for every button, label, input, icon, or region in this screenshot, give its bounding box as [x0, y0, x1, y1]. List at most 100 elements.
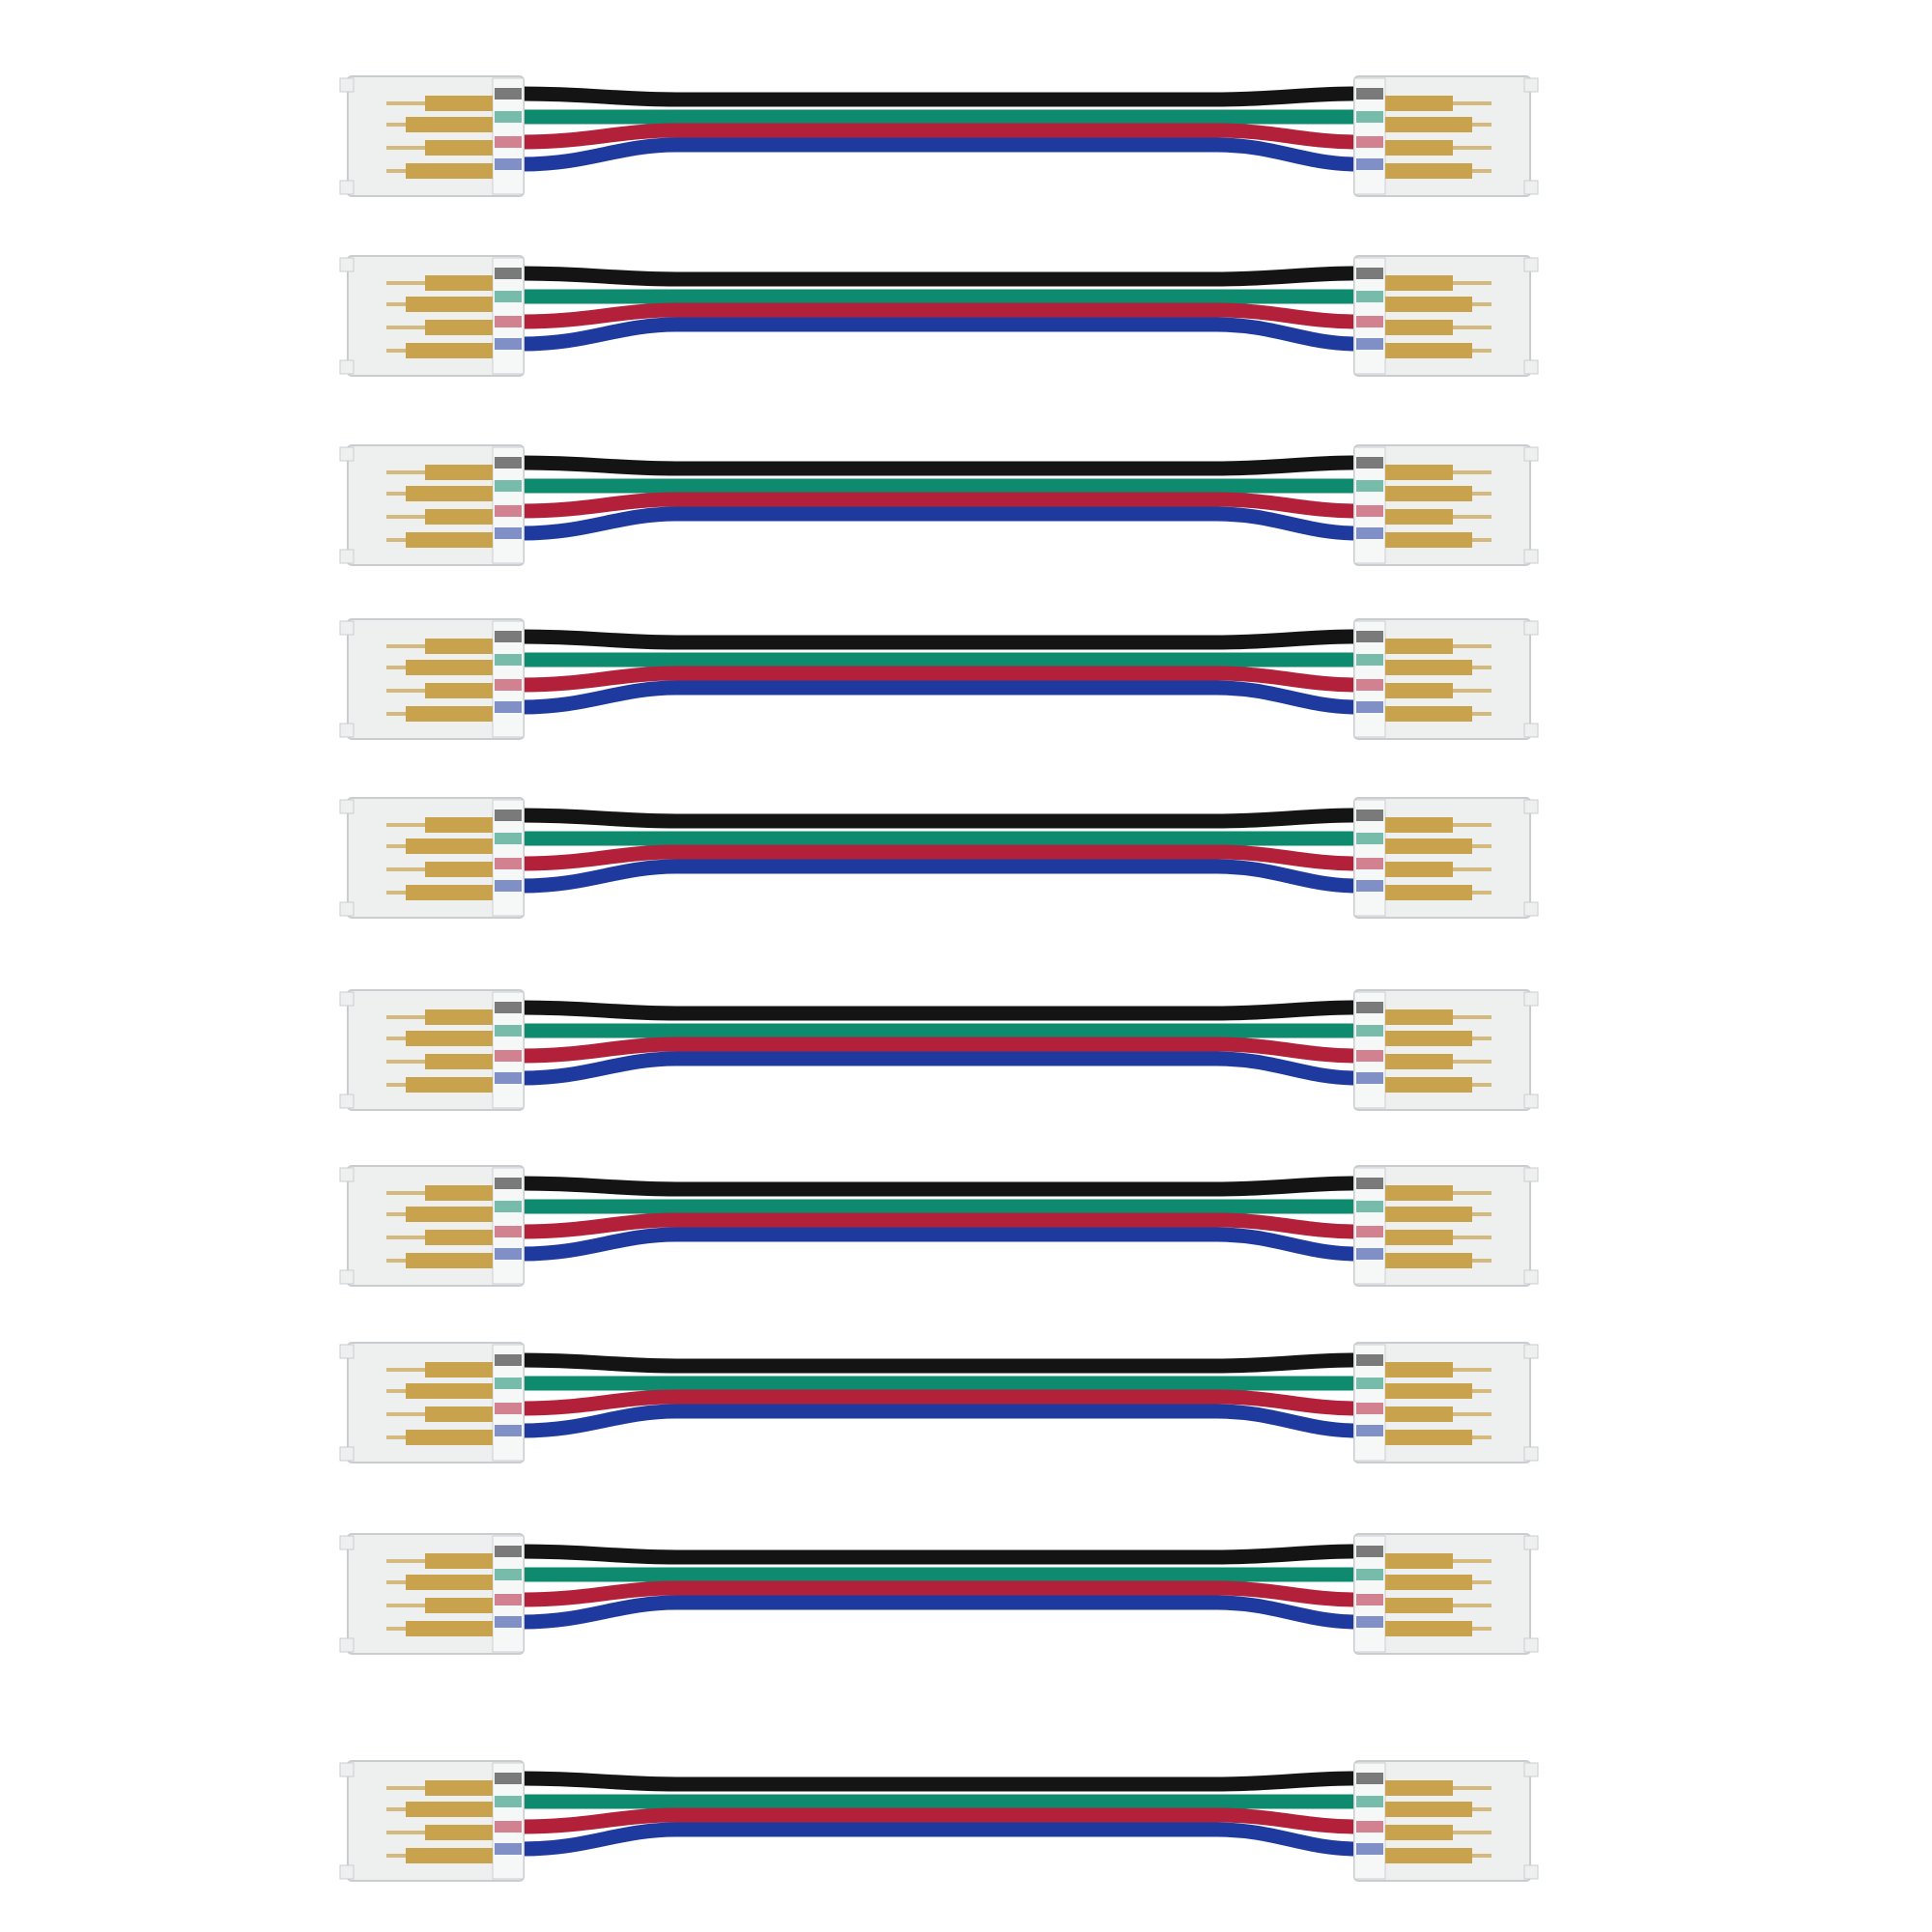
wire-end-red — [495, 1050, 522, 1062]
wire-end-red — [1356, 1594, 1383, 1605]
connector-clip — [339, 991, 355, 1007]
wire-end-black — [495, 268, 522, 279]
contact-pin — [1434, 644, 1492, 648]
wire-red — [521, 1037, 1358, 1064]
connector-clip — [1523, 77, 1539, 93]
wire-end-blue — [1356, 1843, 1383, 1855]
cable-5 — [339, 797, 1539, 919]
gold-contact — [425, 509, 493, 525]
gold-contact — [425, 1825, 493, 1840]
contact-pin — [386, 1412, 444, 1416]
wire-end-blue — [495, 1072, 522, 1084]
gold-contact — [425, 1009, 493, 1025]
wire-blue — [521, 680, 1358, 715]
connector-clip — [339, 549, 355, 564]
gold-contact — [406, 1207, 493, 1222]
gold-contact — [1385, 1598, 1453, 1613]
cable-3 — [339, 444, 1539, 566]
wire-end-red — [1356, 505, 1383, 517]
contact-pin — [1434, 689, 1492, 693]
wire-black — [521, 1000, 1358, 1021]
wire-end-green — [1356, 833, 1383, 844]
gold-contact — [425, 275, 493, 291]
gold-contact — [1385, 1406, 1453, 1422]
contact-pin — [1434, 666, 1492, 669]
gold-contact — [406, 838, 493, 854]
connector-clip — [339, 901, 355, 917]
gold-contact — [1385, 838, 1472, 854]
contact-pin — [386, 538, 444, 542]
wire-end-black — [1356, 1546, 1383, 1557]
contact-pin — [386, 302, 444, 306]
wire-end-red — [495, 858, 522, 869]
wire-end-black — [495, 1773, 522, 1784]
wire-red — [521, 1807, 1358, 1834]
connector-clip — [1523, 1344, 1539, 1359]
connector-clip — [1523, 257, 1539, 272]
wire-end-blue — [1356, 1248, 1383, 1260]
contact-pin — [386, 1015, 444, 1019]
gold-contact — [1385, 862, 1453, 877]
contact-pin — [1434, 1786, 1492, 1790]
gold-contact — [1385, 1802, 1472, 1817]
contact-pin — [1434, 349, 1492, 353]
contact-pin — [1434, 1435, 1492, 1439]
gold-contact — [406, 885, 493, 900]
gold-contact — [1385, 706, 1472, 722]
connector-clip — [1523, 1269, 1539, 1285]
contact-pin — [386, 1435, 444, 1439]
wire-end-blue — [1356, 1425, 1383, 1436]
wire-red — [521, 844, 1358, 871]
contact-pin — [1434, 1368, 1492, 1372]
connector-clip — [339, 1344, 355, 1359]
wire-end-black — [1356, 457, 1383, 469]
contact-pin — [1434, 1389, 1492, 1393]
contact-pin — [386, 123, 444, 127]
wire-red — [521, 1580, 1358, 1607]
wire-black — [521, 1176, 1358, 1197]
connector-clip — [339, 1446, 355, 1462]
wire-end-green — [495, 291, 522, 302]
gold-contact — [1385, 1077, 1472, 1093]
gold-contact — [425, 639, 493, 654]
connector — [339, 989, 525, 1111]
wire-end-green — [1356, 1378, 1383, 1389]
gold-contact — [406, 1848, 493, 1863]
connector-clip — [339, 1094, 355, 1109]
contact-pin — [386, 1259, 444, 1263]
contact-pin — [1434, 891, 1492, 895]
wire-black — [521, 1352, 1358, 1374]
gold-contact — [1385, 1185, 1453, 1201]
wire-end-blue — [495, 701, 522, 713]
connector-clip — [339, 620, 355, 636]
contact-pin — [386, 1037, 444, 1040]
wire-end-black — [1356, 810, 1383, 821]
wire-black — [521, 1771, 1358, 1792]
connector — [1353, 444, 1539, 566]
connector-clip — [1523, 446, 1539, 462]
wire-end-green — [495, 1201, 522, 1212]
contact-pin — [386, 146, 444, 150]
gold-contact — [425, 1553, 493, 1569]
contact-pin — [386, 1831, 444, 1834]
wire-end-red — [495, 1226, 522, 1237]
contact-pin — [386, 349, 444, 353]
gold-contact — [1385, 486, 1472, 501]
wire-end-blue — [1356, 338, 1383, 350]
gold-contact — [1385, 465, 1453, 480]
wire-end-red — [495, 1821, 522, 1833]
connector-clip — [1523, 1094, 1539, 1109]
connector — [339, 255, 525, 377]
wire-black — [521, 455, 1358, 476]
gold-contact — [406, 1430, 493, 1445]
gold-contact — [406, 1575, 493, 1590]
wire-end-black — [1356, 1354, 1383, 1366]
connector-clip — [339, 723, 355, 738]
gold-contact — [1385, 1575, 1472, 1590]
gold-contact — [1385, 1054, 1453, 1069]
wire-end-red — [1356, 1226, 1383, 1237]
wire-end-black — [495, 810, 522, 821]
contact-pin — [1434, 1060, 1492, 1064]
connector — [1353, 989, 1539, 1111]
connector — [1353, 1760, 1539, 1882]
